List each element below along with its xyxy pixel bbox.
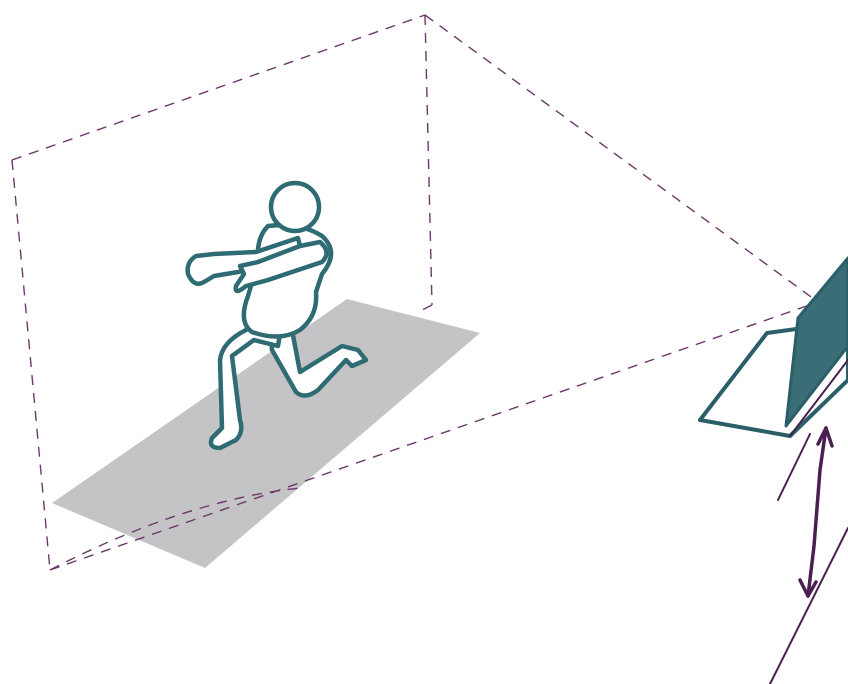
frustum-back-top-edge xyxy=(12,15,425,160)
stand-pole-left xyxy=(778,434,810,500)
tablet-device-on-stand xyxy=(700,258,848,684)
height-arrow-shaft xyxy=(808,428,826,596)
frustum-back-floor-edge xyxy=(418,305,432,312)
stand-pole-right xyxy=(770,528,848,684)
frustum-back-left-edge xyxy=(12,160,50,570)
frustum-top-ray xyxy=(425,15,818,302)
figure-head xyxy=(271,183,319,231)
frustum-back-right-edge xyxy=(425,15,432,305)
